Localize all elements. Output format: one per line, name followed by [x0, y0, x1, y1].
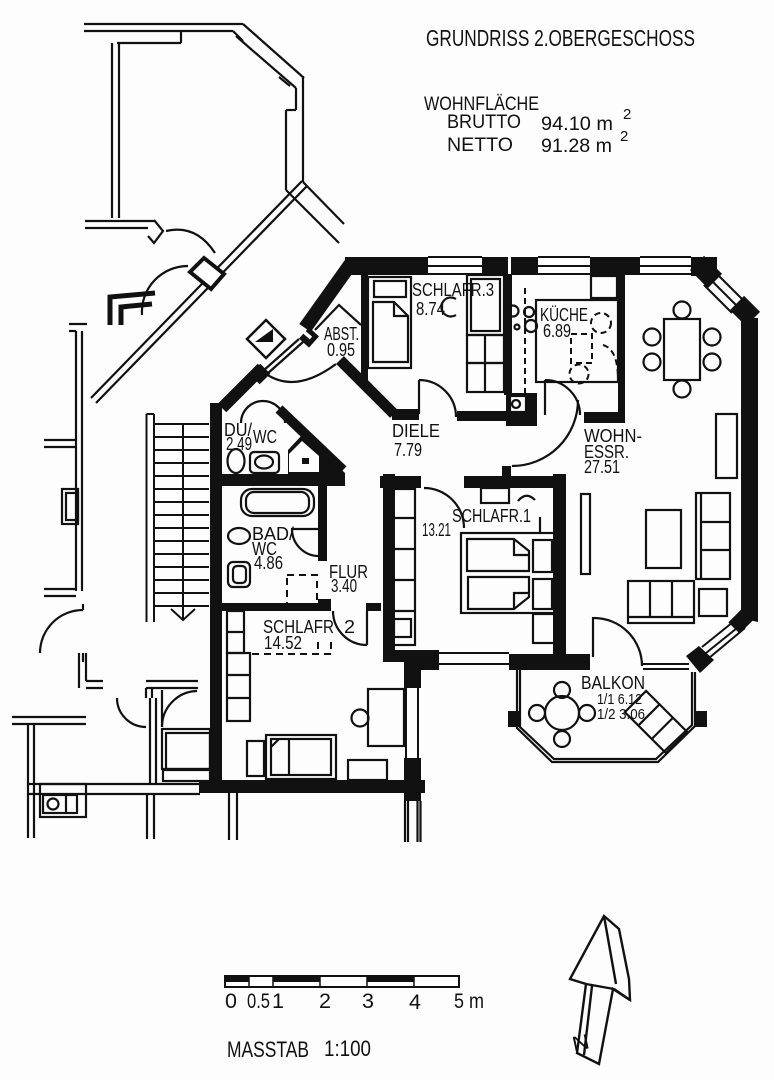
- svg-text:5 m: 5 m: [454, 989, 484, 1013]
- svg-text:2: 2: [319, 989, 331, 1013]
- svg-text:1:100: 1:100: [324, 1036, 371, 1061]
- svg-text:3.40: 3.40: [331, 576, 357, 596]
- svg-text:SCHLAFR.1: SCHLAFR.1: [452, 506, 531, 526]
- svg-text:0.5: 0.5: [247, 989, 270, 1013]
- svg-text:1/2 3.06: 1/2 3.06: [597, 706, 645, 723]
- svg-text:N: N: [570, 1030, 591, 1056]
- svg-text:BALKON: BALKON: [581, 673, 645, 693]
- svg-text:2: 2: [344, 617, 355, 637]
- svg-text:1: 1: [272, 989, 284, 1013]
- svg-text:WC: WC: [252, 539, 277, 559]
- svg-text:ESSR.: ESSR.: [584, 442, 629, 462]
- svg-text:27.51: 27.51: [584, 457, 620, 477]
- svg-text:2: 2: [620, 128, 628, 145]
- svg-text:DU/: DU/: [224, 420, 252, 440]
- svg-text:8.74: 8.74: [416, 299, 445, 319]
- svg-text:WOHN-: WOHN-: [584, 426, 642, 446]
- svg-text:6.89: 6.89: [543, 321, 571, 341]
- svg-text:3: 3: [362, 989, 374, 1013]
- svg-text:NETTO: NETTO: [447, 135, 513, 156]
- svg-text:0.95: 0.95: [327, 340, 355, 360]
- svg-text:GRUNDRISS 2.OBERGESCHOSS: GRUNDRISS 2.OBERGESCHOSS: [426, 25, 695, 51]
- svg-text:BAD/: BAD/: [252, 524, 294, 544]
- svg-text:91.28 m: 91.28 m: [541, 136, 612, 157]
- svg-text:7.79: 7.79: [394, 440, 422, 460]
- svg-text:DIELE: DIELE: [392, 421, 440, 441]
- svg-text:94.10 m: 94.10 m: [541, 114, 613, 135]
- svg-text:2: 2: [623, 106, 631, 123]
- svg-text:ABST.: ABST.: [324, 324, 359, 344]
- svg-text:KÜCHE: KÜCHE: [540, 305, 588, 325]
- svg-text:0: 0: [225, 989, 237, 1013]
- svg-text:SCHLAFR: SCHLAFR: [263, 617, 334, 637]
- svg-text:WOHNFLÄCHE: WOHNFLÄCHE: [424, 94, 539, 115]
- svg-text:WC: WC: [253, 427, 277, 447]
- svg-text:1/1 6.12: 1/1 6.12: [597, 691, 642, 708]
- svg-text:14.52: 14.52: [264, 633, 302, 653]
- svg-text:SCHLAFR.3: SCHLAFR.3: [412, 280, 494, 300]
- svg-text:13.21: 13.21: [422, 520, 451, 540]
- svg-text:4.86: 4.86: [254, 553, 283, 573]
- svg-text:FLUR: FLUR: [329, 562, 368, 582]
- svg-text:4: 4: [409, 990, 421, 1014]
- svg-text:MASSTAB: MASSTAB: [227, 1037, 309, 1062]
- svg-text:BRUTTO: BRUTTO: [447, 112, 521, 133]
